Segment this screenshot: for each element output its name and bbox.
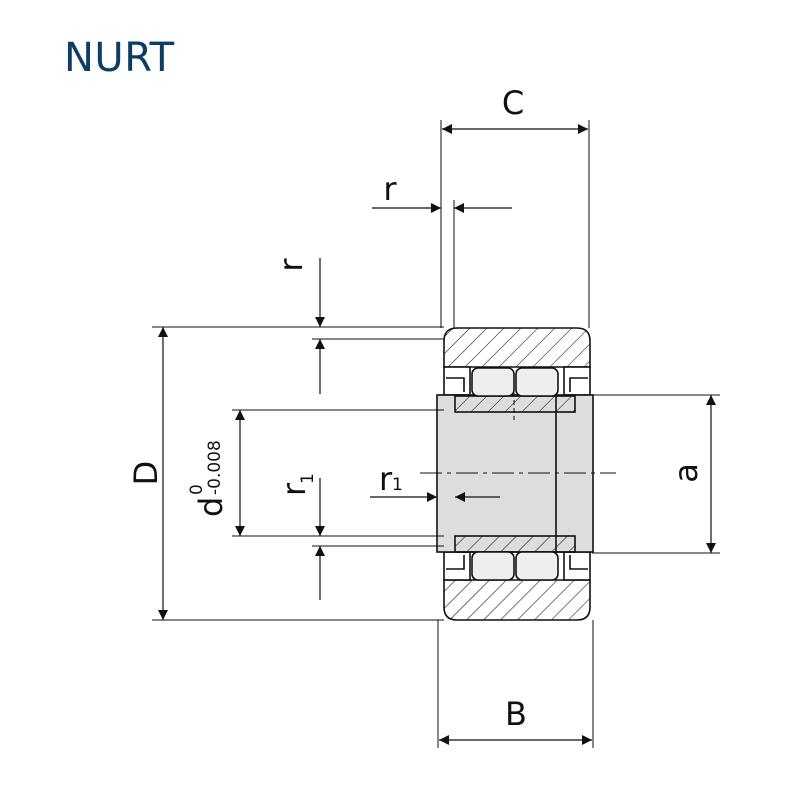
dimension-lines [158,124,716,745]
seal-lip-bottom-left [446,555,465,570]
svg-text:r: r [379,460,393,498]
svg-text:r: r [275,482,313,496]
roller-top-right [515,367,559,397]
svg-text:-0.008: -0.008 [205,440,225,495]
label-d-bore: d 0 -0.008 [187,440,230,517]
seal-bottom-left [443,551,471,581]
seal-top-left [443,366,471,396]
svg-text:1: 1 [392,475,403,495]
seal-bottom-right [563,551,591,581]
label-c: C [502,84,524,122]
label-r1-left: r 1 [275,473,318,496]
svg-text:d: d [192,497,230,517]
extension-lines [152,120,720,748]
outer-ring-bottom [443,579,591,621]
roller-bottom-right [515,551,559,581]
label-b: B [505,695,527,733]
seal-top-right [563,366,591,396]
label-a: a [667,463,705,483]
label-r-top: r [383,170,397,208]
label-r1-mid: r 1 [379,460,403,498]
svg-text:1: 1 [298,473,318,484]
seal-lip-top-right [569,377,588,392]
svg-text:0: 0 [187,484,207,495]
page-title: NURT [64,35,175,81]
inner-ring-band-bottom [454,535,576,553]
label-d-outer: D [127,461,165,486]
inner-ring-band-top [454,395,576,413]
label-r-left: r [272,258,310,272]
roller-top-left [471,367,515,397]
roller-bottom-left [471,551,515,581]
dimension-labels: C r r D d 0 -0.008 r 1 r 1 a B [127,84,705,733]
seal-lip-top-left [446,377,465,392]
outer-ring-top [443,327,591,368]
seal-lip-bottom-right [569,555,588,570]
bearing-body [436,327,594,621]
